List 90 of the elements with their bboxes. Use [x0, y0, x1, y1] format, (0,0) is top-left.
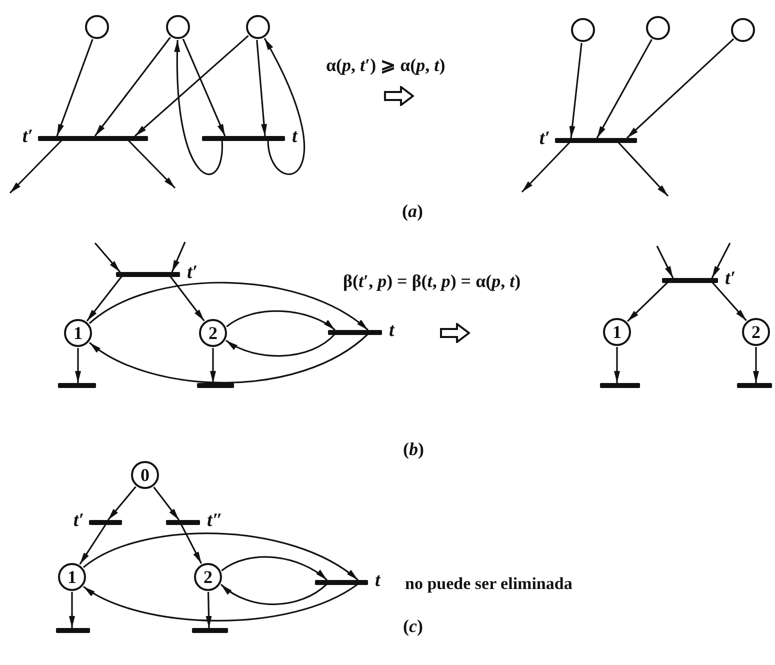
transition-bar	[116, 272, 180, 276]
arrow	[210, 348, 216, 383]
place-circle	[58, 563, 86, 591]
arrow	[86, 276, 123, 322]
place-number: 2	[208, 324, 218, 342]
place-circle	[246, 15, 270, 39]
transition-bar	[166, 520, 200, 524]
arrow	[174, 40, 223, 175]
arrow	[569, 42, 582, 138]
place-circle	[194, 563, 222, 591]
transition-label: t′	[22, 127, 33, 146]
transition-bar	[328, 330, 382, 334]
transition-bar	[662, 278, 718, 282]
arrow	[83, 532, 358, 581]
transition-label: t′	[725, 269, 736, 288]
arrow	[221, 556, 328, 581]
transition-label: t	[389, 321, 394, 340]
arrow	[626, 38, 734, 139]
transition-label: t	[375, 571, 380, 590]
place-number: 2	[204, 568, 212, 586]
arrow	[89, 333, 368, 384]
arrow	[256, 40, 267, 136]
transition-label: t	[292, 127, 298, 146]
transition-bar	[56, 628, 90, 632]
place-circle	[731, 18, 755, 42]
arrow	[83, 583, 358, 622]
place-circle	[571, 18, 595, 42]
arrow	[614, 347, 620, 383]
arrow	[753, 347, 759, 383]
place-number: 1	[612, 323, 622, 341]
arrow	[107, 486, 136, 521]
transition-bar	[58, 382, 96, 388]
transition-bar	[38, 136, 148, 140]
arrow	[79, 524, 107, 565]
note-text: (c)	[403, 617, 423, 637]
note-text: α(p, t′) ⩾ α(p, t)	[326, 56, 446, 76]
arrow	[94, 242, 121, 273]
transition-bar	[89, 520, 122, 524]
transition-label: t′	[539, 129, 550, 148]
place-circle	[646, 16, 670, 40]
transition-bar	[315, 580, 368, 584]
arrow	[69, 592, 75, 628]
arrow	[182, 38, 226, 136]
arrow	[206, 592, 212, 628]
arrow	[596, 39, 652, 138]
arrow	[656, 246, 674, 278]
place-circle	[199, 319, 227, 347]
arrow	[134, 35, 249, 137]
transition-bar	[192, 628, 228, 632]
arrow	[75, 348, 81, 383]
place-circle	[742, 318, 770, 346]
place-circle	[603, 318, 631, 346]
arrow	[127, 139, 176, 189]
arrow	[711, 281, 747, 322]
place-circle	[166, 15, 190, 39]
transition-label: t′	[187, 263, 198, 282]
place-number: 1	[68, 568, 76, 586]
place-number: 1	[74, 324, 82, 342]
place-number: 0	[140, 466, 150, 484]
arrow	[264, 38, 306, 175]
arrow	[171, 242, 186, 272]
transition-bar	[600, 382, 640, 388]
note-text: (b)	[403, 440, 424, 460]
arrow	[9, 139, 63, 194]
transition-label: t″	[207, 511, 223, 530]
arrow	[617, 141, 669, 197]
arrow	[169, 276, 205, 322]
arrow	[711, 242, 731, 278]
transition-bar	[737, 382, 772, 388]
place-circle	[85, 15, 109, 39]
note-text: β(t′, p) = β(t, p) = α(p, t)	[343, 272, 521, 292]
arrow	[220, 583, 328, 606]
arrow	[180, 524, 202, 564]
arrow	[521, 141, 571, 193]
arrow	[226, 310, 336, 331]
place-number: 2	[752, 323, 760, 341]
note-text: (a)	[402, 202, 423, 222]
transition-label: t′	[73, 511, 84, 530]
transition-bar	[202, 136, 285, 140]
note-text: no puede ser eliminada	[405, 575, 572, 594]
place-circle	[131, 461, 159, 489]
arrow	[226, 333, 336, 357]
arrow	[94, 36, 171, 136]
transition-bar	[555, 138, 637, 142]
arrow	[56, 38, 94, 136]
transition-bar	[197, 382, 234, 388]
arrow	[89, 282, 368, 331]
arrow	[153, 486, 180, 520]
arrow	[626, 281, 669, 322]
place-circle	[64, 319, 92, 347]
